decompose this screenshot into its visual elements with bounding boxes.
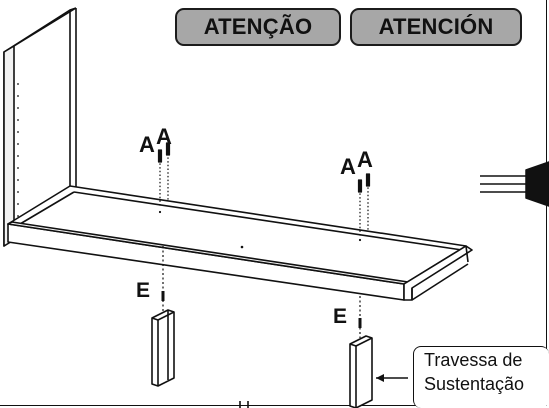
back-panel-holes (17, 83, 19, 217)
label-leg-e-right: E (333, 305, 348, 328)
callout-line-1: Travessa de (424, 350, 523, 370)
label-leg-e-left: E (136, 279, 151, 302)
back-panel-edge (3, 45, 15, 247)
label-screw-a-right-2: A (357, 147, 373, 172)
attention-badge-pt: ATENÇÃO (175, 8, 341, 46)
screws-left (157, 142, 171, 206)
callout-line-2: Sustentação (424, 374, 525, 394)
callout-arrow-head (376, 374, 384, 382)
label-screw-a-left-1: A (139, 132, 155, 157)
label-screw-a-left-2: A (156, 124, 172, 149)
callout-box (413, 346, 549, 408)
attention-badge-es: ATENCIÓN (350, 8, 522, 46)
label-screw-a-right-1: A (340, 154, 356, 179)
next-step-arrow (480, 161, 549, 207)
screws-right (357, 173, 371, 236)
right-leg (349, 335, 373, 408)
left-leg (151, 309, 175, 387)
